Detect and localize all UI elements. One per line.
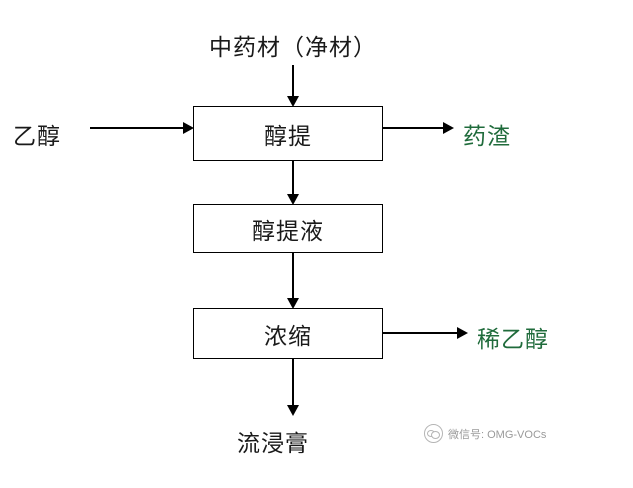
arrow-extraction-to-liquid: [287, 160, 299, 205]
arrow-extraction-to-residue: [382, 122, 454, 134]
arrow-concentration-to-dilute-ethanol: [382, 327, 468, 339]
watermark: 微信号: OMG-VOCs: [424, 424, 546, 443]
arrow-ethanol-to-extraction: [90, 122, 194, 134]
node-concentration[interactable]: 浓缩: [193, 308, 383, 359]
wechat-icon: [424, 424, 443, 443]
label-output-residue: 药渣: [463, 124, 511, 149]
label-output-dilute-ethanol: 稀乙醇: [477, 327, 549, 352]
label-input-ethanol: 乙醇: [13, 124, 61, 149]
node-alcohol-extraction[interactable]: 醇提: [193, 106, 383, 161]
arrow-concentration-to-fluid-extract: [287, 358, 299, 416]
label-output-fluid-extract: 流浸膏: [237, 431, 309, 456]
arrow-liquid-to-concentration: [287, 252, 299, 309]
node-alcohol-extract-liquid[interactable]: 醇提液: [193, 204, 383, 253]
arrow-herb-to-extraction: [287, 65, 299, 107]
watermark-text: 微信号: OMG-VOCs: [448, 428, 547, 441]
label-input-herb: 中药材（净材）: [209, 35, 377, 60]
